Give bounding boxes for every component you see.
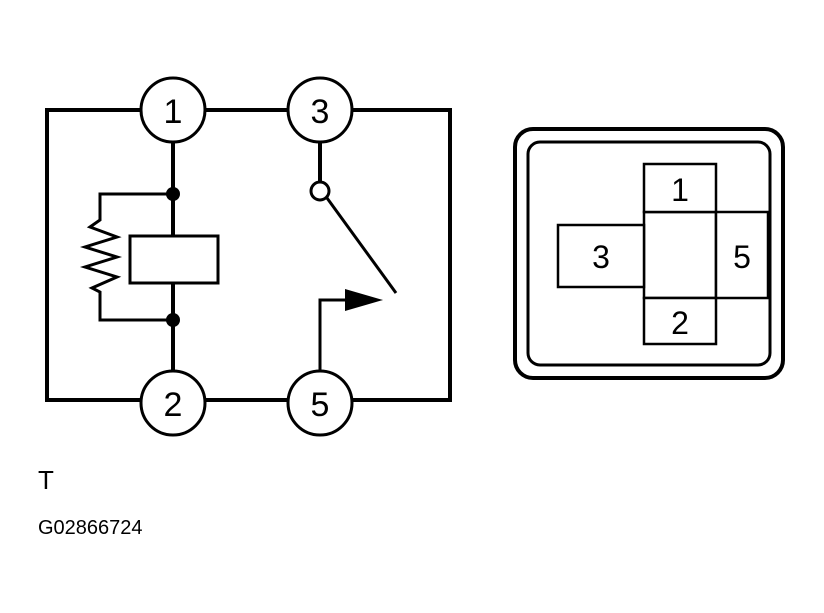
pin-5-cavity: [714, 210, 770, 300]
terminal-3-circle: [286, 76, 354, 144]
terminal-1-circle: [139, 76, 207, 144]
relay-connector-view: 1 2 3 5: [513, 127, 785, 380]
terminal-5-circle: [286, 369, 354, 437]
circuit-frame: [45, 108, 452, 402]
connector-center: [642, 210, 718, 300]
view-label: T: [38, 465, 54, 495]
pin-3-label: 3: [592, 239, 610, 275]
pin-3-cavity: [556, 223, 646, 289]
switch-arm: [325, 197, 398, 294]
pin-1-cavity: [642, 162, 718, 214]
terminal-2-label: 2: [164, 386, 183, 424]
connector-inner-housing: [526, 140, 772, 367]
terminal-3-label: 3: [311, 93, 330, 131]
relay-schematic: 1 3 2 5: [45, 76, 452, 437]
figure-id: G02866724: [38, 517, 143, 539]
pin-2-label: 2: [671, 305, 689, 341]
terminal-5-label: 5: [311, 386, 330, 424]
pin-5-label: 5: [733, 239, 751, 275]
terminal-2-circle: [139, 369, 207, 437]
switch-contact-wire: [318, 298, 345, 372]
switch-contact-arrow: [345, 289, 383, 311]
switch-pivot: [309, 180, 331, 202]
resistor-branch: [79, 192, 173, 322]
pin-2-cavity: [642, 296, 718, 346]
terminal-1-label: 1: [164, 93, 183, 131]
relay-coil: [128, 234, 220, 285]
pin-1-label: 1: [671, 172, 689, 208]
